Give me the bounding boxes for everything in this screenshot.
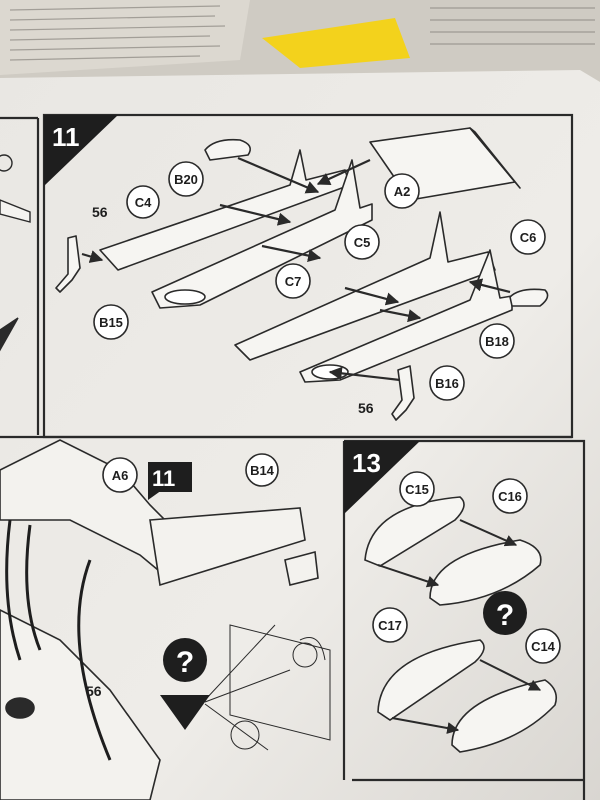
step-11-top-tab: 11: [44, 115, 118, 186]
callout-c5-label: C5: [354, 235, 371, 250]
callout-c14: [525, 628, 561, 664]
quantity-top-right: 56: [358, 400, 374, 416]
callout-b18: [479, 323, 515, 359]
step11-parts: [55, 127, 549, 421]
callout-c15-label: C15: [405, 482, 429, 497]
wing-lower: [0, 609, 161, 800]
quantity-bottom-left: 56: [86, 683, 102, 699]
callout-c6-label: C6: [520, 230, 537, 245]
drill-icon: [160, 695, 210, 730]
tank-half-c17: [377, 639, 485, 721]
fuselage-half-c6: [234, 211, 496, 361]
help-icon-2: [483, 591, 527, 635]
step-number-13: 13: [352, 448, 381, 478]
yellow-note: [262, 18, 410, 68]
callout-c4-label: C4: [135, 195, 152, 210]
help-mark-text-2: ?: [496, 599, 514, 632]
canopy-b18: [509, 288, 549, 307]
step-number-11-inset: 11: [152, 466, 175, 491]
quantity-labels: 56 56 56: [86, 204, 374, 699]
help-icon: [163, 638, 207, 682]
previous-step-fragment: [0, 154, 31, 352]
callout-c4: [126, 185, 160, 219]
callout-b15: [93, 304, 129, 340]
callout-c14-label: C14: [531, 639, 556, 654]
callout-a2-label: A2: [394, 184, 411, 199]
part-callouts: B20 C4 A2 C5 C6 C7 B15 B18 B16 A6 B14 C1…: [93, 161, 561, 664]
step-11-bottom-tab: 11: [148, 462, 192, 500]
step-13-tab: 13: [344, 441, 420, 514]
quantity-top-left: 56: [92, 204, 108, 220]
help-mark-text: ?: [176, 646, 194, 679]
callout-c7-label: C7: [285, 274, 302, 289]
wing-insignia: [5, 697, 35, 719]
callout-c16: [492, 478, 528, 514]
tank-half-c15: [364, 496, 465, 567]
step-number-11: 11: [52, 122, 80, 152]
callout-b15-label: B15: [99, 315, 123, 330]
intake-c5: [164, 289, 206, 305]
help-mark-right: ?: [483, 591, 527, 635]
callout-a6-label: A6: [112, 468, 129, 483]
callout-b16-label: B16: [435, 376, 459, 391]
callout-c5: [344, 224, 380, 260]
callout-b20-label: B20: [174, 172, 198, 187]
callout-c16-label: C16: [498, 489, 522, 504]
callout-c17-label: C17: [378, 618, 402, 633]
callout-b14-label: B14: [250, 463, 275, 478]
canopy-b20: [204, 138, 251, 161]
tank-half-c16: [429, 539, 542, 606]
callout-a2: [384, 173, 420, 209]
callout-b18-label: B18: [485, 334, 509, 349]
callout-c7: [275, 263, 311, 299]
fuselage-half-c5: [151, 159, 373, 309]
callout-a6: [102, 457, 138, 493]
assembly-leader-lines: [5, 519, 112, 761]
tank-half-c14: [451, 679, 558, 753]
callout-c17: [372, 607, 408, 643]
wing-assembly: [0, 439, 319, 800]
help-mark-left: ?: [160, 638, 210, 730]
callout-b20: [168, 161, 204, 197]
step11-assembly-arrows: [81, 156, 511, 382]
landing-gear-b16: [391, 365, 415, 421]
inset-detail-lines: [204, 624, 331, 751]
callout-b14: [245, 453, 279, 487]
callout-b16: [429, 365, 465, 401]
fuselage-midsection: [149, 507, 306, 587]
step13-parts: [364, 496, 558, 753]
wingtip-part: [284, 550, 319, 586]
step13-arrows: [377, 519, 542, 734]
callout-c6: [510, 219, 546, 255]
landing-gear-b15: [55, 235, 81, 293]
callout-c15: [399, 471, 435, 507]
